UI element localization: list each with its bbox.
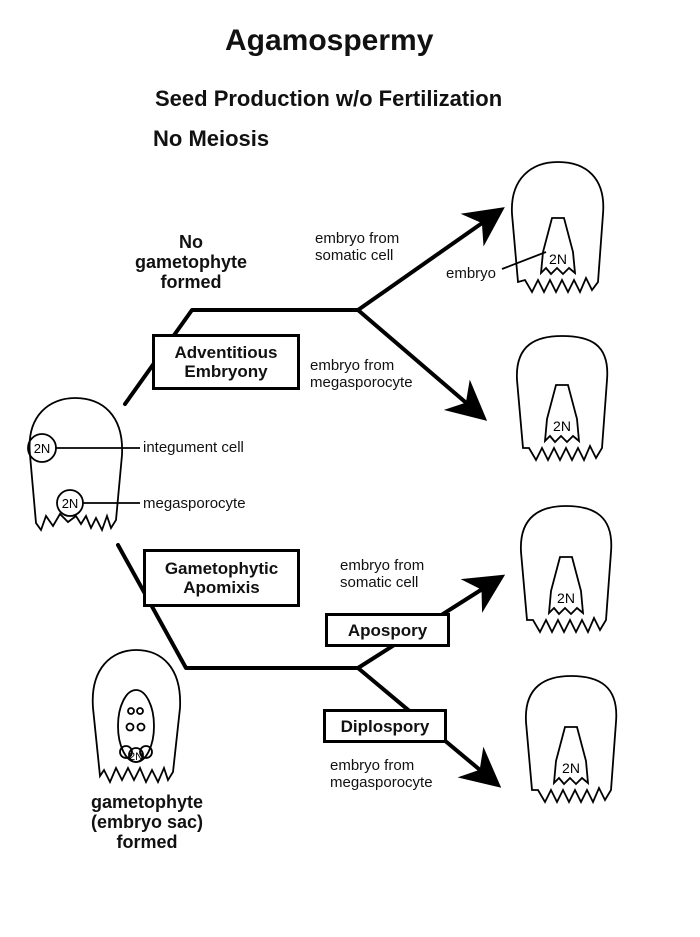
no-gametophyte-label: No gametophyte formed — [134, 232, 248, 292]
ploidy-megasporocyte-text: 2N — [62, 496, 79, 511]
ploidy-integument-text: 2N — [34, 441, 51, 456]
subtitle-no-meiosis: No Meiosis — [153, 126, 270, 151]
arrow-to-somatic-top — [356, 207, 505, 312]
diplospory-box: Diplospory — [323, 709, 447, 743]
ploidy-result-2-text: 2N — [553, 418, 571, 434]
ovule-result-3-icon — [520, 505, 613, 635]
ovule-result-1-icon — [501, 161, 605, 295]
label-embryo-somatic-bottom: embryo from somatic cell — [340, 557, 425, 591]
gametophytic-branch-line — [116, 543, 360, 670]
label-embryo-somatic-top: embryo from somatic cell — [315, 230, 400, 264]
apospory-box: Apospory — [325, 613, 450, 647]
label-megasporocyte: megasporocyte — [143, 495, 246, 512]
ovule-gametophyte-icon — [91, 649, 181, 785]
gametophyte-formed-label: gametophyte (embryo sac) formed — [90, 792, 204, 852]
label-integument-cell: integument cell — [143, 439, 244, 456]
adventitious-embryony-box: Adventitious Embryony — [152, 334, 300, 390]
label-embryo: embryo — [446, 265, 497, 282]
ploidy-result-4-text: 2N — [562, 760, 580, 776]
ploidy-result-1-text: 2N — [549, 251, 567, 267]
ploidy-result-3-text: 2N — [557, 590, 575, 606]
page-title: Agamospermy — [225, 24, 434, 57]
ovule-result-4-icon — [525, 675, 618, 805]
ovule-result-2-icon — [516, 335, 609, 463]
ovule-center-icon — [27, 397, 140, 533]
label-embryo-mega-top: embryo from megasporocyte — [310, 357, 413, 391]
subtitle-seed-production: Seed Production w/o Fertilization — [155, 86, 503, 111]
gametophytic-apomixis-box: Gametophytic Apomixis — [143, 549, 300, 607]
ploidy-gametophyte-text: 2N — [129, 751, 143, 763]
adventitious-branch-line — [123, 308, 360, 406]
arrow-to-mega-top — [356, 308, 488, 421]
label-embryo-mega-bottom: embryo from megasporocyte — [330, 757, 433, 791]
